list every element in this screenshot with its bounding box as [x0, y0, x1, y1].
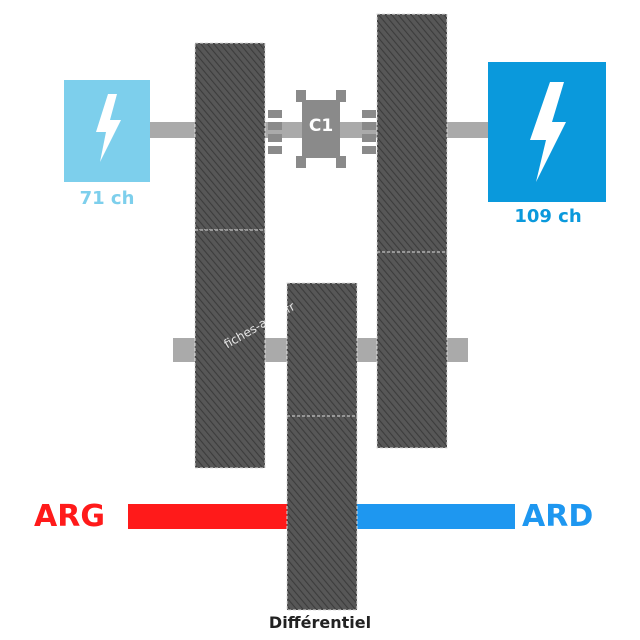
motor-large-bolt-icon: [530, 82, 566, 182]
clutch-label: C1: [308, 116, 334, 136]
motor-large-power-label: 109 ch: [514, 206, 582, 227]
gear-lower-right: [376, 251, 448, 449]
output-left-bar: [128, 504, 290, 529]
gear-middle: [286, 282, 358, 417]
motor-small-bolt-icon: [96, 94, 121, 162]
clutch-c1: [268, 90, 376, 168]
motor-small-power-label: 71 ch: [79, 188, 135, 209]
gear-upper-right: [376, 13, 448, 253]
gear-upper-left: [194, 42, 266, 231]
output-left-label: ARG: [34, 499, 105, 534]
differential-label: Différentiel: [268, 613, 372, 632]
output-right-bar: [355, 504, 515, 529]
output-right-label: ARD: [522, 499, 594, 534]
gear-lower-left: [194, 229, 266, 469]
differential-gear: [286, 415, 358, 611]
